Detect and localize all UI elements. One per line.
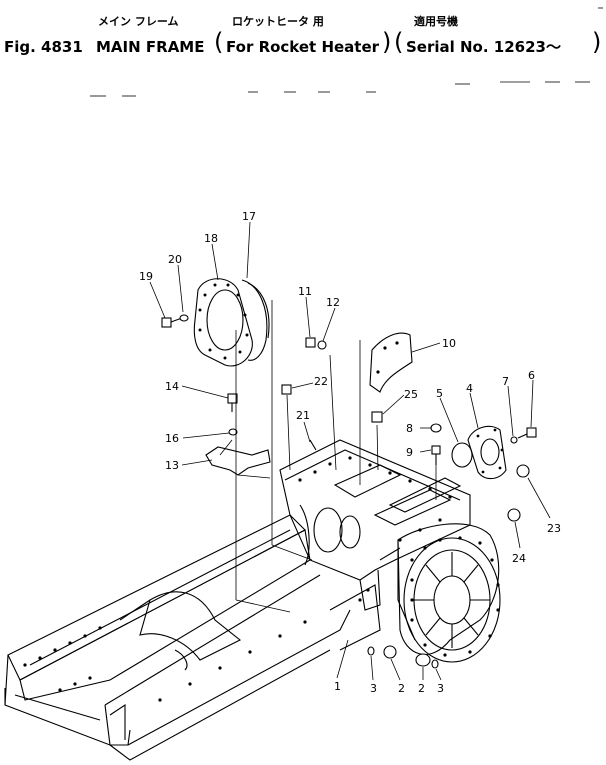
- header-jp-serial: 適用号機: [414, 14, 458, 28]
- leader-lines: [149, 221, 551, 681]
- part-18-flange-drawing: [193, 278, 253, 367]
- part-24-plug-drawing: [507, 508, 521, 522]
- part-19-bolt-drawing: [161, 317, 183, 328]
- part-label-2-left: 2: [398, 682, 405, 695]
- part-12-washer-drawing: [317, 340, 327, 350]
- part-3-oring-left-drawing: [367, 646, 375, 656]
- exploded-parts: [149, 221, 551, 681]
- part-label-23: 23: [547, 522, 561, 535]
- part-25-nut-drawing: [371, 411, 383, 423]
- part-11-nut-drawing: [305, 337, 316, 348]
- main-frame-drawing: [4, 439, 501, 761]
- part-label-12: 12: [326, 296, 340, 309]
- part-13-bracket-drawing: [205, 446, 271, 476]
- part-label-8: 8: [406, 422, 413, 435]
- header-scan-marks: [90, 7, 603, 97]
- part-label-24: 24: [512, 552, 526, 565]
- part-label-13: 13: [165, 459, 179, 472]
- part-2-plug-right-drawing: [415, 653, 431, 667]
- part-23-plug-drawing: [516, 464, 530, 478]
- part-label-22: 22: [314, 375, 328, 388]
- part-7-washer-drawing: [510, 436, 518, 444]
- part-label-17: 17: [242, 210, 256, 223]
- header-serial: Serial No. 12623～: [406, 38, 561, 56]
- part-label-7: 7: [502, 375, 509, 388]
- part-21-stud-drawing: [309, 439, 317, 451]
- part-label-5: 5: [436, 387, 443, 400]
- part-4-cover-drawing: [467, 425, 507, 480]
- header-variant: For Rocket Heater: [226, 38, 380, 56]
- part-label-19: 19: [139, 270, 153, 283]
- part-label-4: 4: [466, 382, 473, 395]
- part-3-oring-right-drawing: [431, 659, 439, 669]
- part-label-21: 21: [296, 409, 310, 422]
- header-jp-main: メイン フレーム: [98, 15, 179, 28]
- part-label-6: 6: [528, 369, 535, 382]
- part-label-1: 1: [334, 680, 341, 693]
- assembly-guide-lines: [219, 300, 437, 613]
- header-paren-close-1: ): [382, 28, 391, 56]
- header-paren-open-2: (: [394, 28, 403, 56]
- part-5-oring-drawing: [451, 442, 473, 468]
- part-label-11: 11: [298, 285, 312, 298]
- part-label-14: 14: [165, 380, 179, 393]
- part-label-18: 18: [204, 232, 218, 245]
- part-label-10: 10: [442, 337, 456, 350]
- part-10-plate-drawing: [369, 332, 413, 393]
- part-6-bolt-drawing: [517, 427, 537, 439]
- part-9-fitting-drawing: [431, 445, 441, 465]
- part-10-holes: [376, 341, 399, 374]
- part-label-3-right: 3: [437, 682, 444, 695]
- header-fig-label: Fig. 4831: [4, 38, 83, 56]
- part-8-cap-drawing: [430, 423, 442, 433]
- part-label-2-right: 2: [418, 682, 425, 695]
- part-16-washer-drawing: [228, 428, 238, 436]
- part-20-washer-drawing: [179, 314, 189, 322]
- header-paren-close-2: ): [592, 28, 601, 56]
- header-paren-open-1: (: [214, 28, 223, 56]
- part-label-3-left: 3: [370, 682, 377, 695]
- part-22-nut-drawing: [281, 384, 292, 395]
- part-label-9: 9: [406, 446, 413, 459]
- header-title: MAIN FRAME: [96, 38, 204, 56]
- diagram-header: メイン フレーム ロケットヒータ 用 適用号機 Fig. 4831 MAIN F…: [4, 7, 603, 97]
- part-number-labels: 1 2 2 3 3 4 5 6 7 8 9 10 11 12 13 14 16 …: [139, 210, 561, 695]
- part-2-plug-left-drawing: [383, 645, 397, 659]
- header-jp-variant: ロケットヒータ 用: [232, 15, 324, 28]
- part-label-25: 25: [404, 388, 418, 401]
- part-17-ring-drawing: [241, 279, 270, 361]
- part-label-20: 20: [168, 253, 182, 266]
- part-label-16: 16: [165, 432, 179, 445]
- part-14-bolt-drawing: [227, 393, 238, 412]
